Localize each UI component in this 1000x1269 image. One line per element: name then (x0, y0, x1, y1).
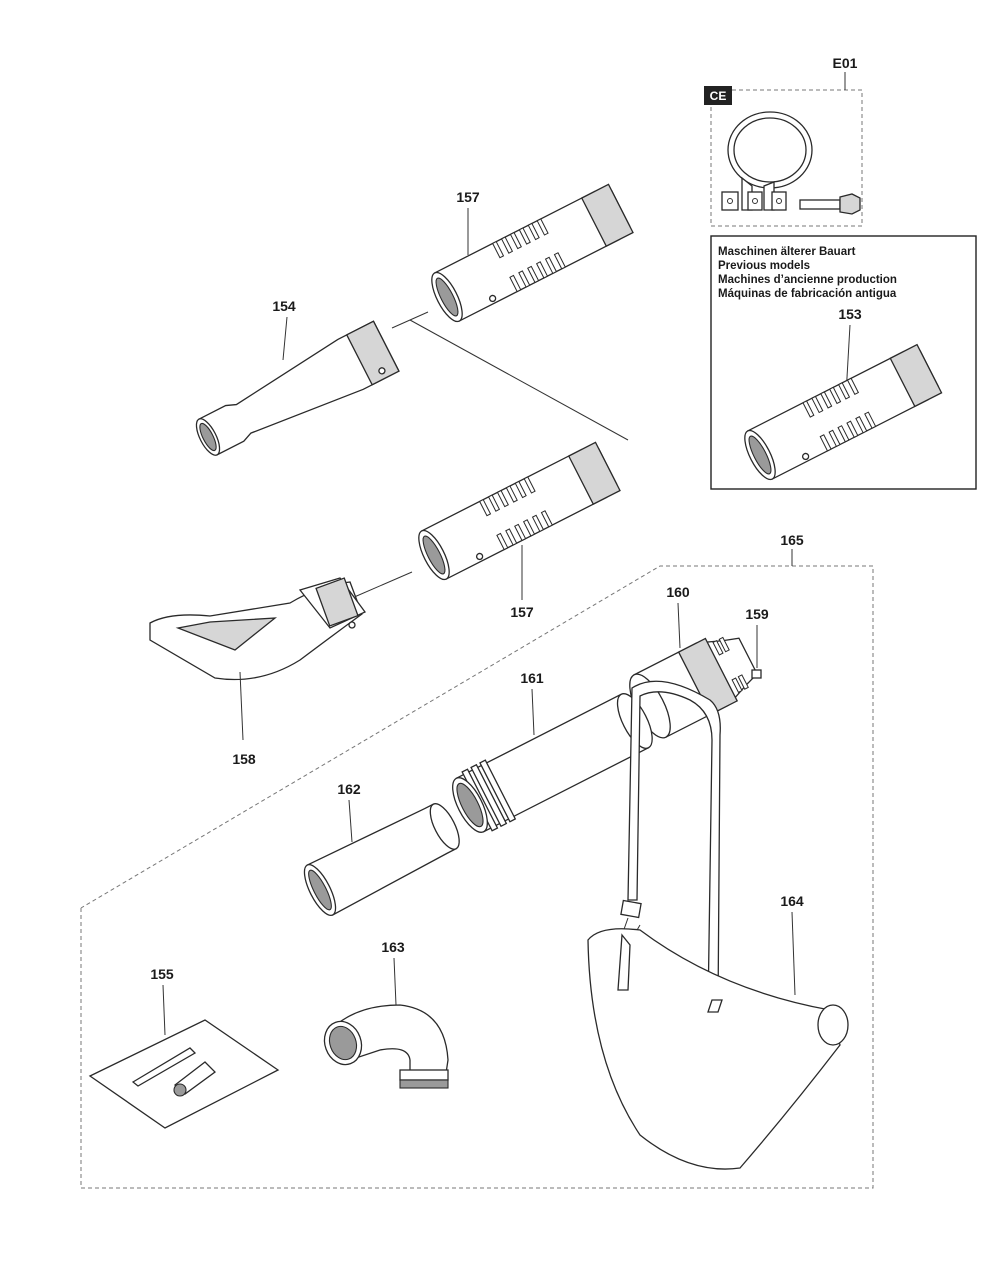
kit-e01-box (710, 89, 863, 227)
note-line-de: Maschinen älterer Bauart (718, 246, 856, 258)
bolt-icon (799, 193, 861, 215)
flat-nozzle-158 (149, 577, 366, 681)
previous-models-box: Maschinen älterer Bauart Previous models… (710, 235, 977, 490)
label-154: 154 (272, 298, 296, 314)
label-159: 159 (745, 606, 769, 622)
label-158: 158 (232, 751, 256, 767)
kit-e01: CE E01 (704, 55, 863, 227)
tube-161 (452, 693, 653, 833)
elbow-163 (323, 1004, 449, 1089)
ce-badge: CE (710, 89, 727, 103)
label-164: 164 (780, 893, 804, 909)
note-line-en: Previous models (718, 260, 810, 272)
label-162: 162 (337, 781, 361, 797)
label-157-lower: 157 (510, 604, 534, 620)
clamp-band-icon (721, 111, 813, 211)
label-157-upper: 157 (456, 189, 480, 205)
note-line-fr: Machines d’ancienne production (718, 274, 897, 286)
label-163: 163 (381, 939, 405, 955)
previous-models-frame (710, 235, 977, 490)
label-155: 155 (150, 966, 174, 982)
tool-kit-sheet (88, 1019, 280, 1129)
label-160: 160 (666, 584, 690, 600)
note-line-es: Máquinas de fabricación antigua (718, 288, 897, 300)
screwdriver-icon (131, 1047, 197, 1087)
label-161: 161 (520, 670, 544, 686)
ce-badge-bg (704, 86, 732, 105)
label-153: 153 (838, 306, 862, 322)
label-e01: E01 (833, 55, 858, 71)
tube-157-upper (431, 183, 634, 323)
nozzle-154 (195, 320, 400, 456)
label-165: 165 (780, 532, 804, 548)
clip-159 (751, 669, 762, 679)
tube-157-lower (418, 441, 621, 581)
kit-165: 165 (80, 532, 874, 1189)
tube-162 (303, 803, 460, 917)
collection-bag-164 (587, 680, 849, 1170)
tube-153 (744, 343, 943, 481)
tool-kit-155 (88, 1019, 280, 1129)
